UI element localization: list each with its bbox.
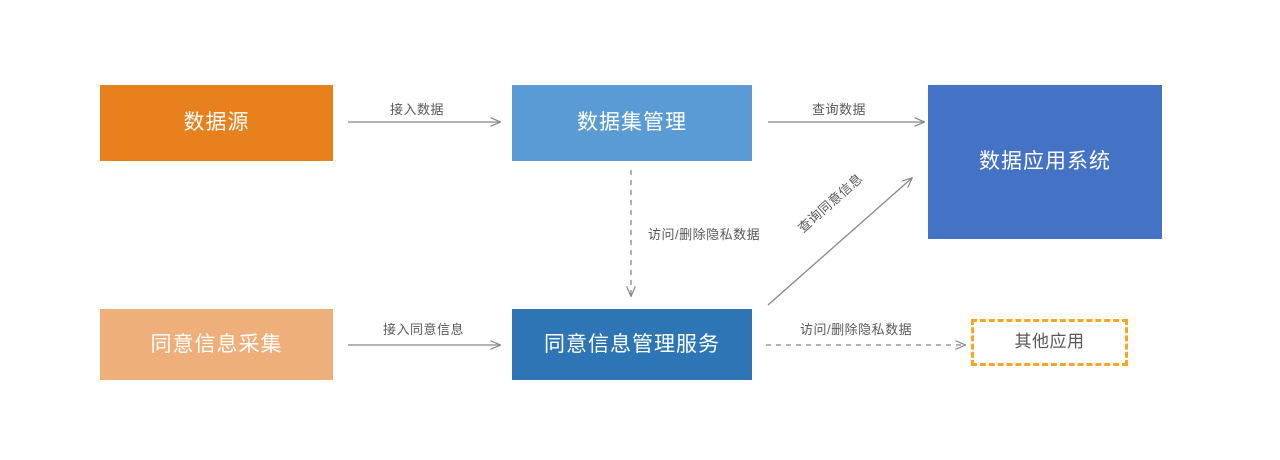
edge-label-access-delete-private-data-top: 访问/删除隐私数据 [648,227,761,242]
node-dataset-management[interactable]: 数据集管理 [512,85,752,161]
node-datasource[interactable]: 数据源 [100,85,333,161]
node-consent-collection[interactable]: 同意信息采集 [100,309,333,380]
node-data-application-system[interactable]: 数据应用系统 [928,85,1162,239]
edge-label-access-delete-private-data-bottom: 访问/删除隐私数据 [800,322,913,337]
edge-label-query-data: 查询数据 [812,102,867,117]
edge-label-query-consent-info: 查询同意信息 [794,170,866,236]
node-consent-management-service[interactable]: 同意信息管理服务 [512,309,752,380]
edge-label-ingest-data: 接入数据 [390,102,445,117]
node-other-application[interactable]: 其他应用 [971,319,1128,366]
edge-label-ingest-consent-info: 接入同意信息 [383,322,465,337]
